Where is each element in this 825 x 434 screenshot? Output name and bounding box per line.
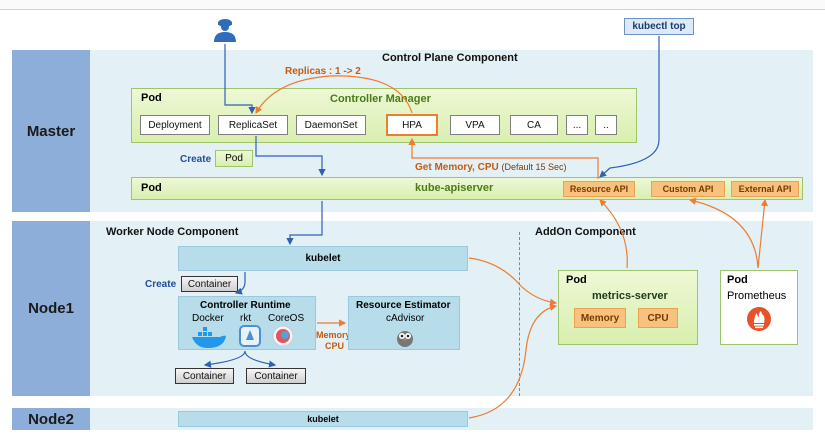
daemonset-controller[interactable]: DaemonSet [296,115,366,135]
prometheus-icon [746,306,772,332]
runtime-rkt-label: rkt [240,313,252,324]
coreos-icon [271,324,295,348]
more-controller-2[interactable]: .. [595,115,617,135]
custom-api[interactable]: Custom API [651,181,725,197]
cadvisor-owl-icon [394,326,416,348]
top-bar [0,0,825,10]
created-pod-box: Pod [215,150,253,167]
kubelet-node1: kubelet [178,246,468,271]
metrics-memory: Memory [574,308,626,328]
cadvisor-label: cAdvisor [386,313,425,324]
replicaset-controller[interactable]: ReplicaSet [218,115,288,135]
node1-row-label: Node1 [12,221,90,396]
controller-runtime-title: Controller Runtime [200,300,291,311]
container-box-1: Container [175,368,234,384]
apiserver-pod-label: Pod [141,182,162,194]
apiserver-title: kube-apiserver [415,182,494,194]
control-plane-title: Control Plane Component [382,52,518,64]
resource-estimator-title: Resource Estimator [356,300,451,311]
addon-divider [519,232,520,396]
runtime-coreos-label: CoreOS [268,313,305,324]
create-container-label: Create [145,279,177,290]
prometheus-title: Prometheus [727,290,787,302]
prometheus-pod-label: Pod [727,274,748,286]
metrics-cpu: CPU [638,308,678,328]
node2-row-label: Node2 [12,408,90,430]
kubectl-top-box[interactable]: kubectl top [624,18,694,35]
created-container-box: Container [181,276,238,292]
replicas-label: Replicas : 1 -> 2 [285,66,361,77]
memory-label: Memory [316,330,351,340]
get-memory-label: Get Memory, CPU (Default 15 Sec) [415,162,567,173]
more-controller-1[interactable]: ... [566,115,588,135]
metrics-server-pod [558,270,698,345]
master-row-label: Master [12,50,90,212]
create-pod-label: Create [180,154,212,165]
ca-controller[interactable]: CA [510,115,558,135]
controller-manager-title: Controller Manager [330,93,431,105]
get-memory-bold: Get Memory, CPU [415,162,499,173]
metrics-server-title: metrics-server [592,290,668,302]
rkt-icon [238,324,262,348]
user-icon [210,16,240,42]
controller-manager-pod-label: Pod [141,92,162,104]
addon-title: AddOn Component [535,226,636,238]
cpu-label: CPU [325,341,345,351]
resource-api[interactable]: Resource API [563,181,635,197]
kubelet-node2: kubelet [178,411,468,427]
external-api[interactable]: External API [731,181,799,197]
deployment-controller[interactable]: Deployment [140,115,210,135]
prometheus-pod [720,270,798,345]
docker-icon [190,324,228,350]
vpa-controller[interactable]: VPA [450,115,500,135]
hpa-controller[interactable]: HPA [386,114,438,136]
worker-node-title: Worker Node Component [106,226,239,238]
metrics-server-pod-label: Pod [566,274,587,286]
container-box-2: Container [246,368,306,384]
get-memory-note: (Default 15 Sec) [501,162,567,172]
runtime-docker-label: Docker [192,313,224,324]
